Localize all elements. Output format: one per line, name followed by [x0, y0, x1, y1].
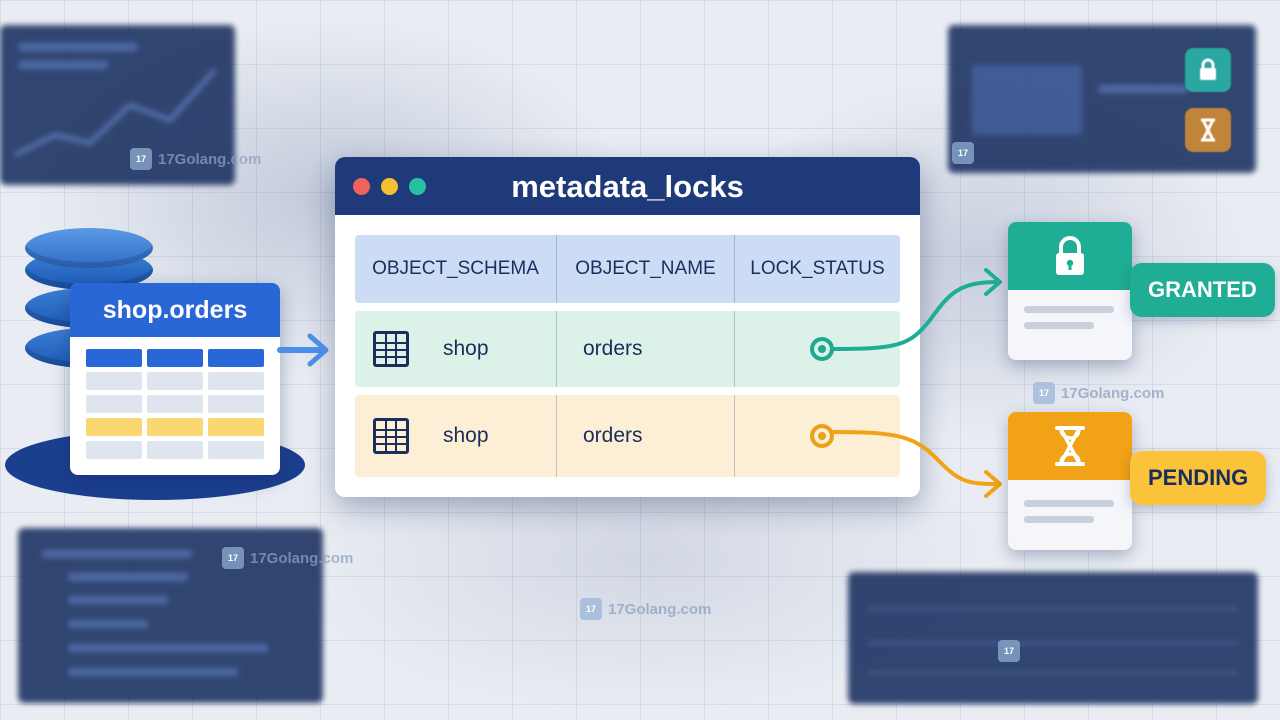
- window-titlebar: metadata_locks: [335, 157, 920, 215]
- watermark-icon: 17: [998, 640, 1020, 662]
- table-header-row: OBJECT_SCHEMA OBJECT_NAME LOCK_STATUS: [355, 235, 900, 303]
- pending-status-card: [1008, 412, 1132, 550]
- watermark: 17: [952, 142, 974, 164]
- blurred-grid-panel: [848, 572, 1258, 704]
- locks-table: OBJECT_SCHEMA OBJECT_NAME LOCK_STATUS sh…: [355, 235, 900, 485]
- pending-status-dot: [810, 424, 834, 448]
- watermark-icon: 17: [1033, 382, 1055, 404]
- header-object-name: OBJECT_NAME: [557, 235, 735, 303]
- window-title: metadata_locks: [511, 169, 744, 204]
- table-icon: [373, 418, 409, 454]
- status-cell: [735, 311, 900, 387]
- blurred-hourglass-icon: [1185, 108, 1231, 152]
- watermark-icon: 17: [222, 547, 244, 569]
- source-table-card: shop.orders: [70, 283, 280, 475]
- watermark-icon: 17: [580, 598, 602, 620]
- schema-cell: shop: [355, 395, 557, 477]
- table-row[interactable]: shop orders: [355, 311, 900, 387]
- granted-badge: GRANTED: [1130, 263, 1275, 317]
- name-cell: orders: [557, 395, 735, 477]
- blurred-lock-icon: [1185, 48, 1231, 92]
- hourglass-icon: [1055, 426, 1085, 466]
- granted-card-header: [1008, 222, 1132, 290]
- source-table-grid: [70, 337, 280, 471]
- watermark-icon: 17: [130, 148, 152, 170]
- granted-status-card: [1008, 222, 1132, 360]
- table-icon: [373, 331, 409, 367]
- header-lock-status: LOCK_STATUS: [750, 258, 885, 279]
- metadata-locks-window: metadata_locks OBJECT_SCHEMA OBJECT_NAME…: [335, 157, 920, 497]
- watermark: 17: [998, 640, 1020, 662]
- source-table-label: shop.orders: [70, 283, 280, 337]
- schema-cell: shop: [355, 311, 557, 387]
- minimize-dot[interactable]: [381, 178, 398, 195]
- status-cell: [735, 395, 900, 477]
- close-dot[interactable]: [353, 178, 370, 195]
- table-row[interactable]: shop orders: [355, 395, 900, 477]
- granted-status-dot: [810, 337, 834, 361]
- blurred-list-panel: [18, 528, 323, 703]
- maximize-dot[interactable]: [409, 178, 426, 195]
- database-disk: [25, 228, 153, 268]
- header-object-schema: OBJECT_SCHEMA: [355, 235, 557, 303]
- name-cell: orders: [557, 311, 735, 387]
- pending-card-header: [1008, 412, 1132, 480]
- pending-badge: PENDING: [1130, 451, 1267, 505]
- watermark-icon: 17: [952, 142, 974, 164]
- blurred-chart-panel: [0, 25, 235, 185]
- lock-icon: [1056, 236, 1084, 275]
